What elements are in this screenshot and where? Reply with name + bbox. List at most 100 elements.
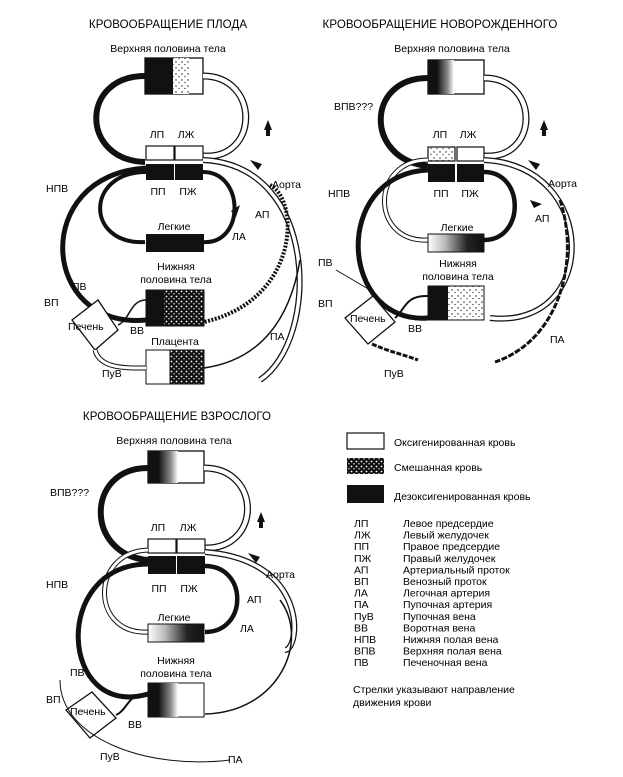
liver-box	[344, 295, 396, 345]
abbreviation-meaning: Венозный проток	[403, 576, 487, 588]
upper-body-mixed	[148, 451, 178, 483]
lower-body-label: Нижняя	[439, 258, 477, 270]
abbreviation-code: ВП	[354, 576, 369, 588]
lower-body-label: Нижняя	[157, 261, 195, 273]
abbreviation-meaning: Правый желудочек	[403, 553, 496, 565]
vv-label: ВВ	[130, 325, 144, 337]
abbreviation-meaning: Левый желудочек	[403, 530, 489, 542]
lungs-label: Легкие	[441, 222, 474, 234]
lp-label: ЛП	[151, 522, 165, 534]
lungs-box	[427, 233, 485, 253]
aorta-vessel	[483, 158, 574, 321]
legend: Оксигенированная кровь Смешанная кровь Д…	[346, 432, 531, 709]
vp-label: ВП	[46, 694, 61, 706]
right-ventricle	[177, 556, 205, 574]
pa-label: ПА	[228, 754, 243, 766]
pulmonary-artery	[204, 563, 240, 635]
arrow-up-icon	[540, 120, 548, 136]
lungs-box	[147, 623, 205, 643]
pulmonary-return	[383, 158, 429, 242]
pp-label: ПП	[151, 583, 166, 595]
ap-label: АП	[535, 213, 549, 225]
aorta-upper-vessel	[202, 73, 248, 159]
puv-label: ПуВ	[384, 368, 404, 380]
portal-vein	[117, 299, 147, 326]
pulmonary-artery	[483, 169, 517, 243]
pv-label: ПВ	[318, 257, 333, 269]
umbilical-artery-remnant	[494, 199, 569, 364]
portal-vein	[394, 294, 429, 319]
abbreviation-meaning: Левое предсердие	[403, 518, 494, 530]
arrow-up-icon	[264, 120, 272, 136]
abbreviation-meaning: Воротная вена	[403, 622, 475, 634]
pzh-label: ПЖ	[179, 186, 197, 198]
abbreviation-code: АП	[354, 564, 368, 576]
aorta-vessel	[202, 158, 302, 382]
la-label: ЛА	[232, 231, 246, 243]
swatch-deoxygenated	[347, 485, 384, 503]
lungs-box	[146, 234, 204, 252]
arrow-icon	[231, 205, 240, 217]
panel-title: КРОВООБРАЩЕНИЕ ПЛОДА	[89, 19, 247, 31]
umbilical-vein-remnant	[371, 342, 419, 362]
vp-label: ВП	[44, 297, 59, 309]
ivc-vessel	[355, 167, 429, 321]
vpv-label: ВПВ???	[50, 487, 89, 499]
abbreviation-code: ПЖ	[354, 553, 372, 565]
arrow-up-icon	[257, 512, 265, 528]
abbreviation-code: ПП	[354, 541, 369, 553]
upper-body-label: Верхняя половина тела	[116, 435, 232, 447]
legend-label: Смешанная кровь	[394, 462, 483, 474]
abbreviation-code: ЛЖ	[354, 530, 371, 542]
lp-label: ЛП	[150, 129, 164, 141]
abbreviation-meaning: Печеночная вена	[403, 657, 488, 669]
pa-label: ПА	[270, 331, 285, 343]
svc-vessel	[377, 75, 429, 169]
pzh-label: ПЖ	[180, 583, 198, 595]
left-ventricle	[176, 538, 206, 554]
lower-body-label: Нижняя	[157, 655, 195, 667]
right-atrium	[146, 164, 174, 180]
liver-label: Печень	[68, 321, 104, 333]
lzh-label: ЛЖ	[178, 129, 195, 141]
panel-adult: КРОВООБРАЩЕНИЕ ВЗРОСЛОГО Верхняя половин…	[46, 411, 298, 766]
pp-label: ПП	[150, 186, 165, 198]
left-ventricle	[456, 146, 485, 162]
legend-label: Дезоксигенированная кровь	[394, 491, 531, 503]
upper-body-mixed	[173, 58, 189, 94]
abbreviation-code: ВПВ	[354, 646, 376, 658]
aorta-upper-vessel	[483, 75, 529, 159]
placenta-label: Плацента	[151, 336, 199, 348]
aorta-label: Аорта	[272, 179, 301, 191]
liver-box	[71, 299, 119, 351]
right-ventricle	[175, 164, 203, 180]
panel-title: КРОВООБРАЩЕНИЕ НОВОРОЖДЕННОГО	[323, 19, 558, 31]
panel-fetal: КРОВООБРАЩЕНИЕ ПЛОДА Верхняя половина те…	[44, 19, 303, 385]
abbreviation-code: НПВ	[354, 634, 376, 646]
abbreviation-meaning: Пупочная артерия	[403, 599, 492, 611]
left-atrium	[145, 145, 175, 161]
panel-newborn: КРОВООБРАЩЕНИЕ НОВОРОЖДЕННОГО Верхняя по…	[318, 19, 577, 380]
swatch-mixed	[347, 458, 384, 474]
left-ventricle	[174, 145, 204, 161]
right-ventricle	[457, 164, 484, 182]
abbreviation-meaning: Легочная артерия	[403, 588, 490, 600]
pv-label: ПВ	[70, 667, 85, 679]
aorta-label: Аорта	[548, 178, 577, 190]
lzh-label: ЛЖ	[180, 522, 197, 534]
lungs-label: Легкие	[158, 221, 191, 233]
liver-box	[65, 691, 117, 739]
portal-vein	[115, 692, 149, 716]
liver-label: Печень	[350, 313, 386, 325]
pulmonary-artery	[202, 170, 237, 245]
npv-label: НПВ	[328, 188, 350, 200]
legend-label: Оксигенированная кровь	[394, 437, 516, 449]
pp-label: ПП	[433, 188, 448, 200]
lungs-label: Легкие	[158, 612, 191, 624]
pzh-label: ПЖ	[461, 188, 479, 200]
abbreviation-meaning: Артериальный проток	[403, 564, 510, 576]
arrow-icon	[248, 553, 260, 563]
upper-body-label: Верхняя половина тела	[394, 43, 510, 55]
umbilical-artery-vessel	[203, 183, 290, 324]
abbreviation-code: ЛП	[354, 518, 368, 530]
